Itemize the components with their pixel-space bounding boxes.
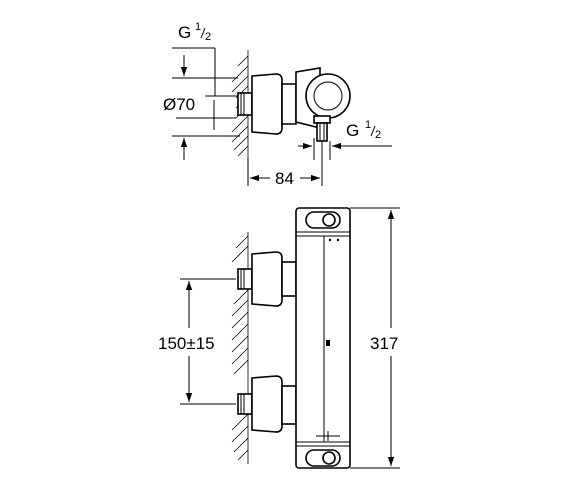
bottom-connection-letter: G: [346, 121, 359, 140]
bottom-connection-denominator: 2: [375, 129, 381, 141]
top-connection-denominator: 2: [205, 31, 211, 43]
top-connection-numerator: 1: [195, 21, 201, 33]
diameter-label: Ø70: [163, 95, 195, 114]
lower-connection: [237, 375, 297, 433]
thermostat-body: [295, 207, 351, 469]
depth-label: 84: [275, 169, 294, 188]
side-view: G 1 2 Ø70 G 1 2: [163, 21, 392, 188]
spacing-dimension: 150±15: [158, 278, 236, 405]
height-label: 317: [370, 334, 398, 353]
top-connection-letter: G: [178, 23, 191, 42]
diameter-dimension: Ø70: [163, 95, 240, 160]
wall-hatch-bottom: [231, 232, 249, 464]
upper-connection: [237, 251, 297, 307]
bottom-connection-dimension: G 1 2: [298, 119, 392, 160]
front-view: 150±15 317: [158, 207, 400, 469]
height-dimension: 317: [350, 207, 400, 469]
spacing-label: 150±15: [158, 334, 215, 353]
depth-dimension: 84: [247, 141, 323, 188]
top-connection-dimension: G 1 2: [172, 21, 238, 97]
bottom-connection-numerator: 1: [365, 119, 371, 131]
side-fitting: [237, 67, 351, 142]
